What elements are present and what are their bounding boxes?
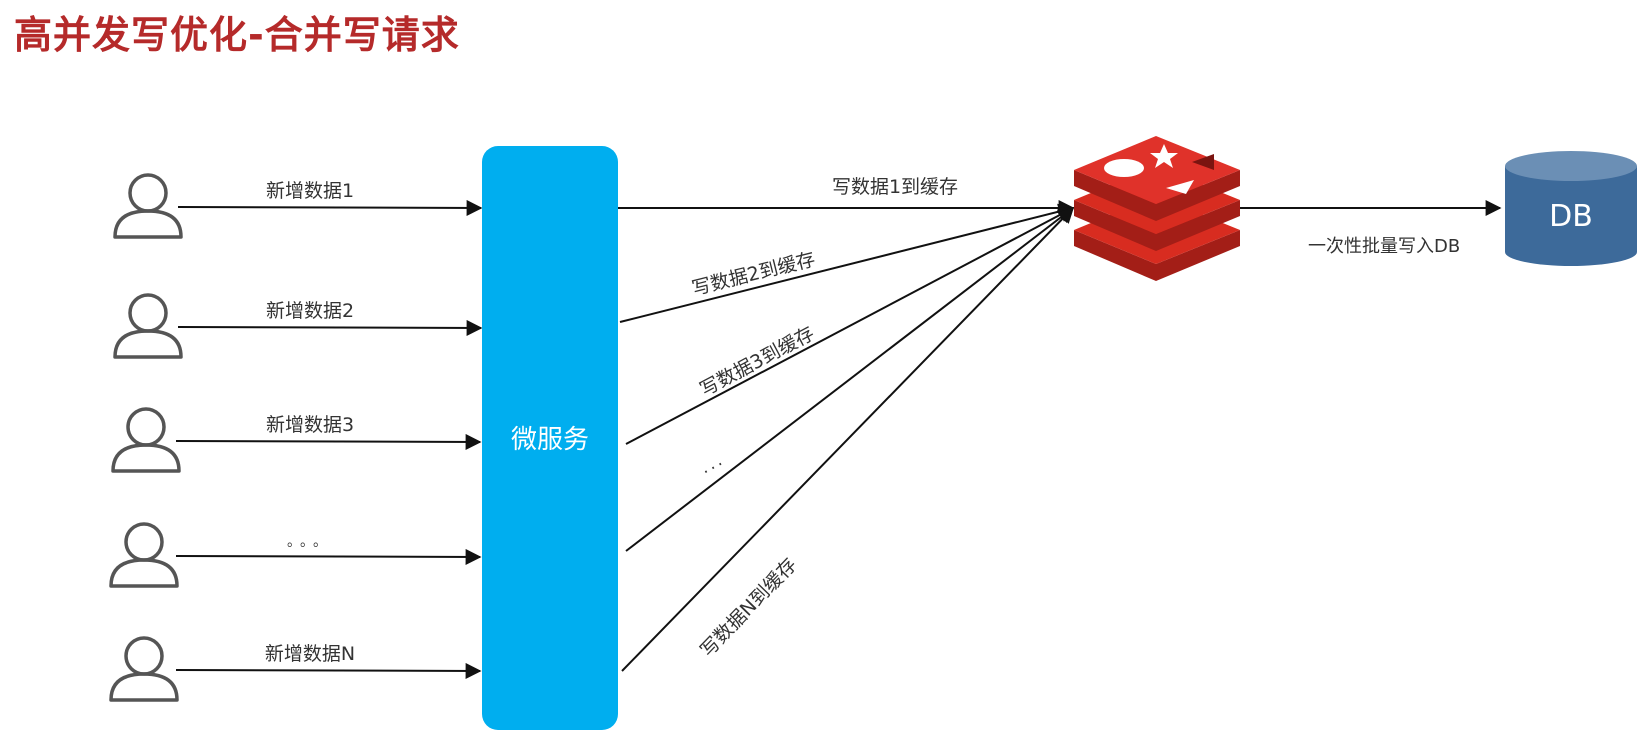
user-icon [113,293,183,359]
cache-write-row: 写数据N到缓存 [621,206,1075,672]
user-row: 新增数据1 [113,173,483,239]
cache-write-label: 写数据3到缓存 [696,322,818,401]
batch-write-label: 一次性批量写入DB [1308,236,1460,257]
cache-write-label: 写数据N到缓存 [696,554,801,662]
user-icon [111,407,181,473]
cache-write-row: 写数据3到缓存 [625,207,1075,445]
user-row: 新增数据3 [111,407,482,473]
page-title: 高并发写优化-合并写请求 [14,13,460,57]
cache-write-arrow [619,203,1075,323]
user-group: 新增数据1 新增数据2 新增数据3 。。。新增数据N [109,173,483,702]
cache-write-arrow [621,206,1075,672]
db-label: DB [1549,199,1593,234]
redis-icon [1074,136,1240,281]
request-label: 新增数据2 [266,300,354,322]
microservice-box: 微服务 [482,146,618,730]
request-arrow [175,433,482,450]
request-label: 新增数据N [265,643,355,665]
request-arrow [177,319,483,336]
microservice-label: 微服务 [511,425,589,455]
user-row: 新增数据2 [113,293,483,359]
request-label: 新增数据3 [266,414,354,436]
cache-write-row: 写数据2到缓存 [619,203,1075,323]
cache-write-label: 写数据1到缓存 [832,176,958,198]
cache-write-label: 写数据2到缓存 [690,248,818,300]
request-label: 。。。 [287,534,333,550]
user-row: 新增数据N [109,636,482,702]
cache-write-row: ... [625,207,1075,552]
cache-write-label: ... [697,449,727,477]
user-icon [113,173,183,239]
user-icon [109,522,179,588]
request-label: 新增数据1 [266,180,354,202]
cache-write-arrow [625,207,1075,552]
request-arrow [175,662,482,679]
user-icon [109,636,179,702]
user-row: 。。。 [109,522,482,588]
request-arrow [177,199,483,216]
cache-write-arrow [625,207,1075,445]
request-arrow [175,548,482,565]
database-icon: DB [1505,151,1637,266]
cache-write-row: 写数据1到缓存 [618,176,1075,216]
